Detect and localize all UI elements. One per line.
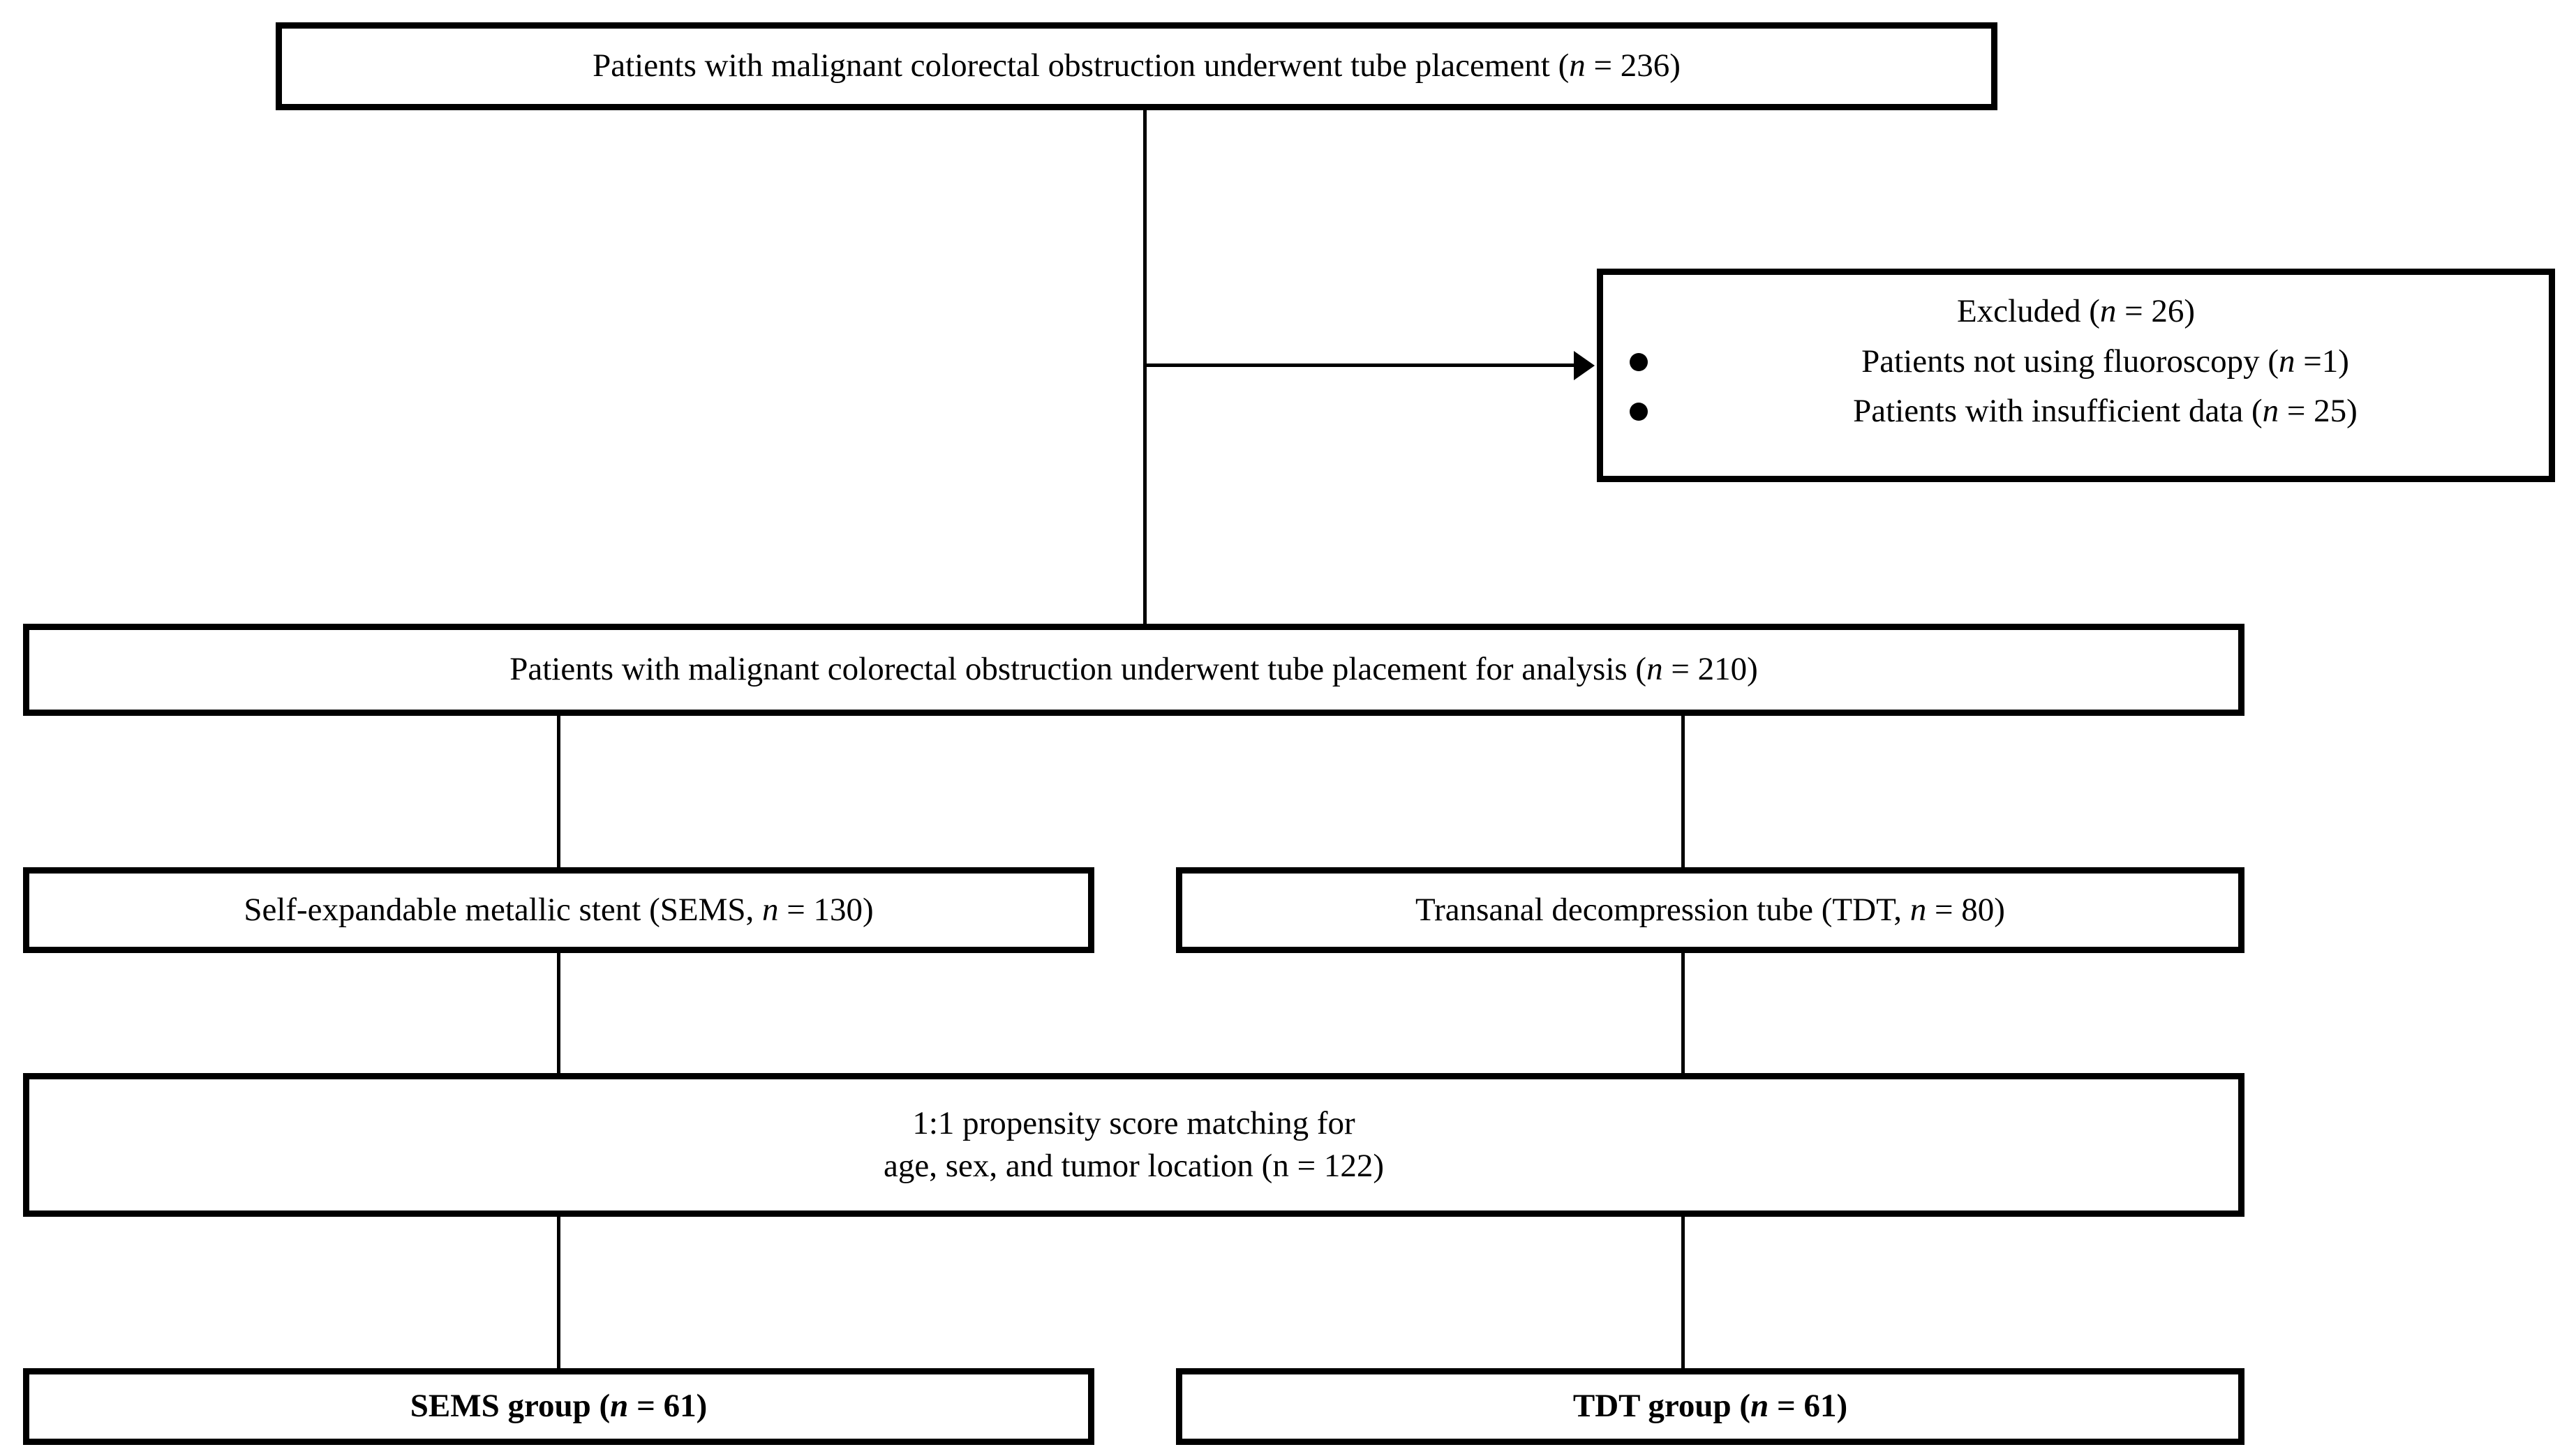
connector-to-excluded <box>1143 364 1576 367</box>
node-tdt-group-label: TDT group (n = 61) <box>1572 1388 1848 1425</box>
excluded-reason-list: Patients not using fluoroscopy (n =1) Pa… <box>1603 340 2549 433</box>
n-variable: n <box>2099 293 2117 329</box>
connector-analysis-to-sems <box>557 716 560 867</box>
node-excluded-headline: Excluded (n = 26) <box>1956 293 2196 329</box>
node-sems-group: SEMS group (n = 61) <box>23 1368 1094 1445</box>
bullet-icon <box>1630 402 1648 421</box>
node-sems-arm: Self-expandable metallic stent (SEMS, n … <box>23 867 1094 953</box>
node-tdt-group: TDT group (n = 61) <box>1176 1368 2244 1445</box>
list-item: Patients with insufficient data (n = 25) <box>1627 389 2531 433</box>
connector-analysis-to-tdt <box>1681 716 1685 867</box>
connector-enrolled-to-analysis <box>1143 110 1147 625</box>
n-variable: n <box>1569 47 1586 84</box>
node-tdt-arm: Transanal decompression tube (TDT, n = 8… <box>1176 867 2244 953</box>
node-sems-group-label: SEMS group (n = 61) <box>410 1388 708 1425</box>
connector-matching-to-sems-group <box>557 1217 560 1368</box>
n-variable: n <box>1646 651 1663 688</box>
n-variable: n <box>1750 1388 1769 1425</box>
matching-line-2: age, sex, and tumor location (n = 122) <box>884 1148 1384 1184</box>
node-propensity-matching-label: 1:1 propensity score matching for age, s… <box>29 1102 2238 1187</box>
node-tdt-arm-label: Transanal decompression tube (TDT, n = 8… <box>1415 891 2005 928</box>
node-excluded: Excluded (n = 26) Patients not using flu… <box>1597 269 2555 482</box>
n-variable: n <box>2262 393 2279 430</box>
n-variable: n <box>2278 343 2295 380</box>
node-enrolled-label: Patients with malignant colorectal obstr… <box>593 47 1681 84</box>
matching-line-1: 1:1 propensity score matching for <box>912 1104 1355 1141</box>
n-variable: n <box>1909 891 1927 928</box>
n-variable: n <box>762 891 779 928</box>
connector-matching-to-tdt-group <box>1681 1217 1685 1368</box>
arrowhead-excluded <box>1574 351 1595 380</box>
connector-sems-to-matching <box>557 953 560 1073</box>
node-sems-arm-label: Self-expandable metallic stent (SEMS, n … <box>244 891 874 928</box>
n-variable: n <box>610 1388 629 1425</box>
node-propensity-matching: 1:1 propensity score matching for age, s… <box>23 1073 2244 1217</box>
node-analysis-label: Patients with malignant colorectal obstr… <box>509 651 1758 688</box>
node-analysis: Patients with malignant colorectal obstr… <box>23 624 2244 716</box>
bullet-icon <box>1630 352 1648 371</box>
list-item: Patients not using fluoroscopy (n =1) <box>1627 340 2531 384</box>
connector-tdt-to-matching <box>1681 953 1685 1073</box>
node-enrolled: Patients with malignant colorectal obstr… <box>276 22 1997 110</box>
